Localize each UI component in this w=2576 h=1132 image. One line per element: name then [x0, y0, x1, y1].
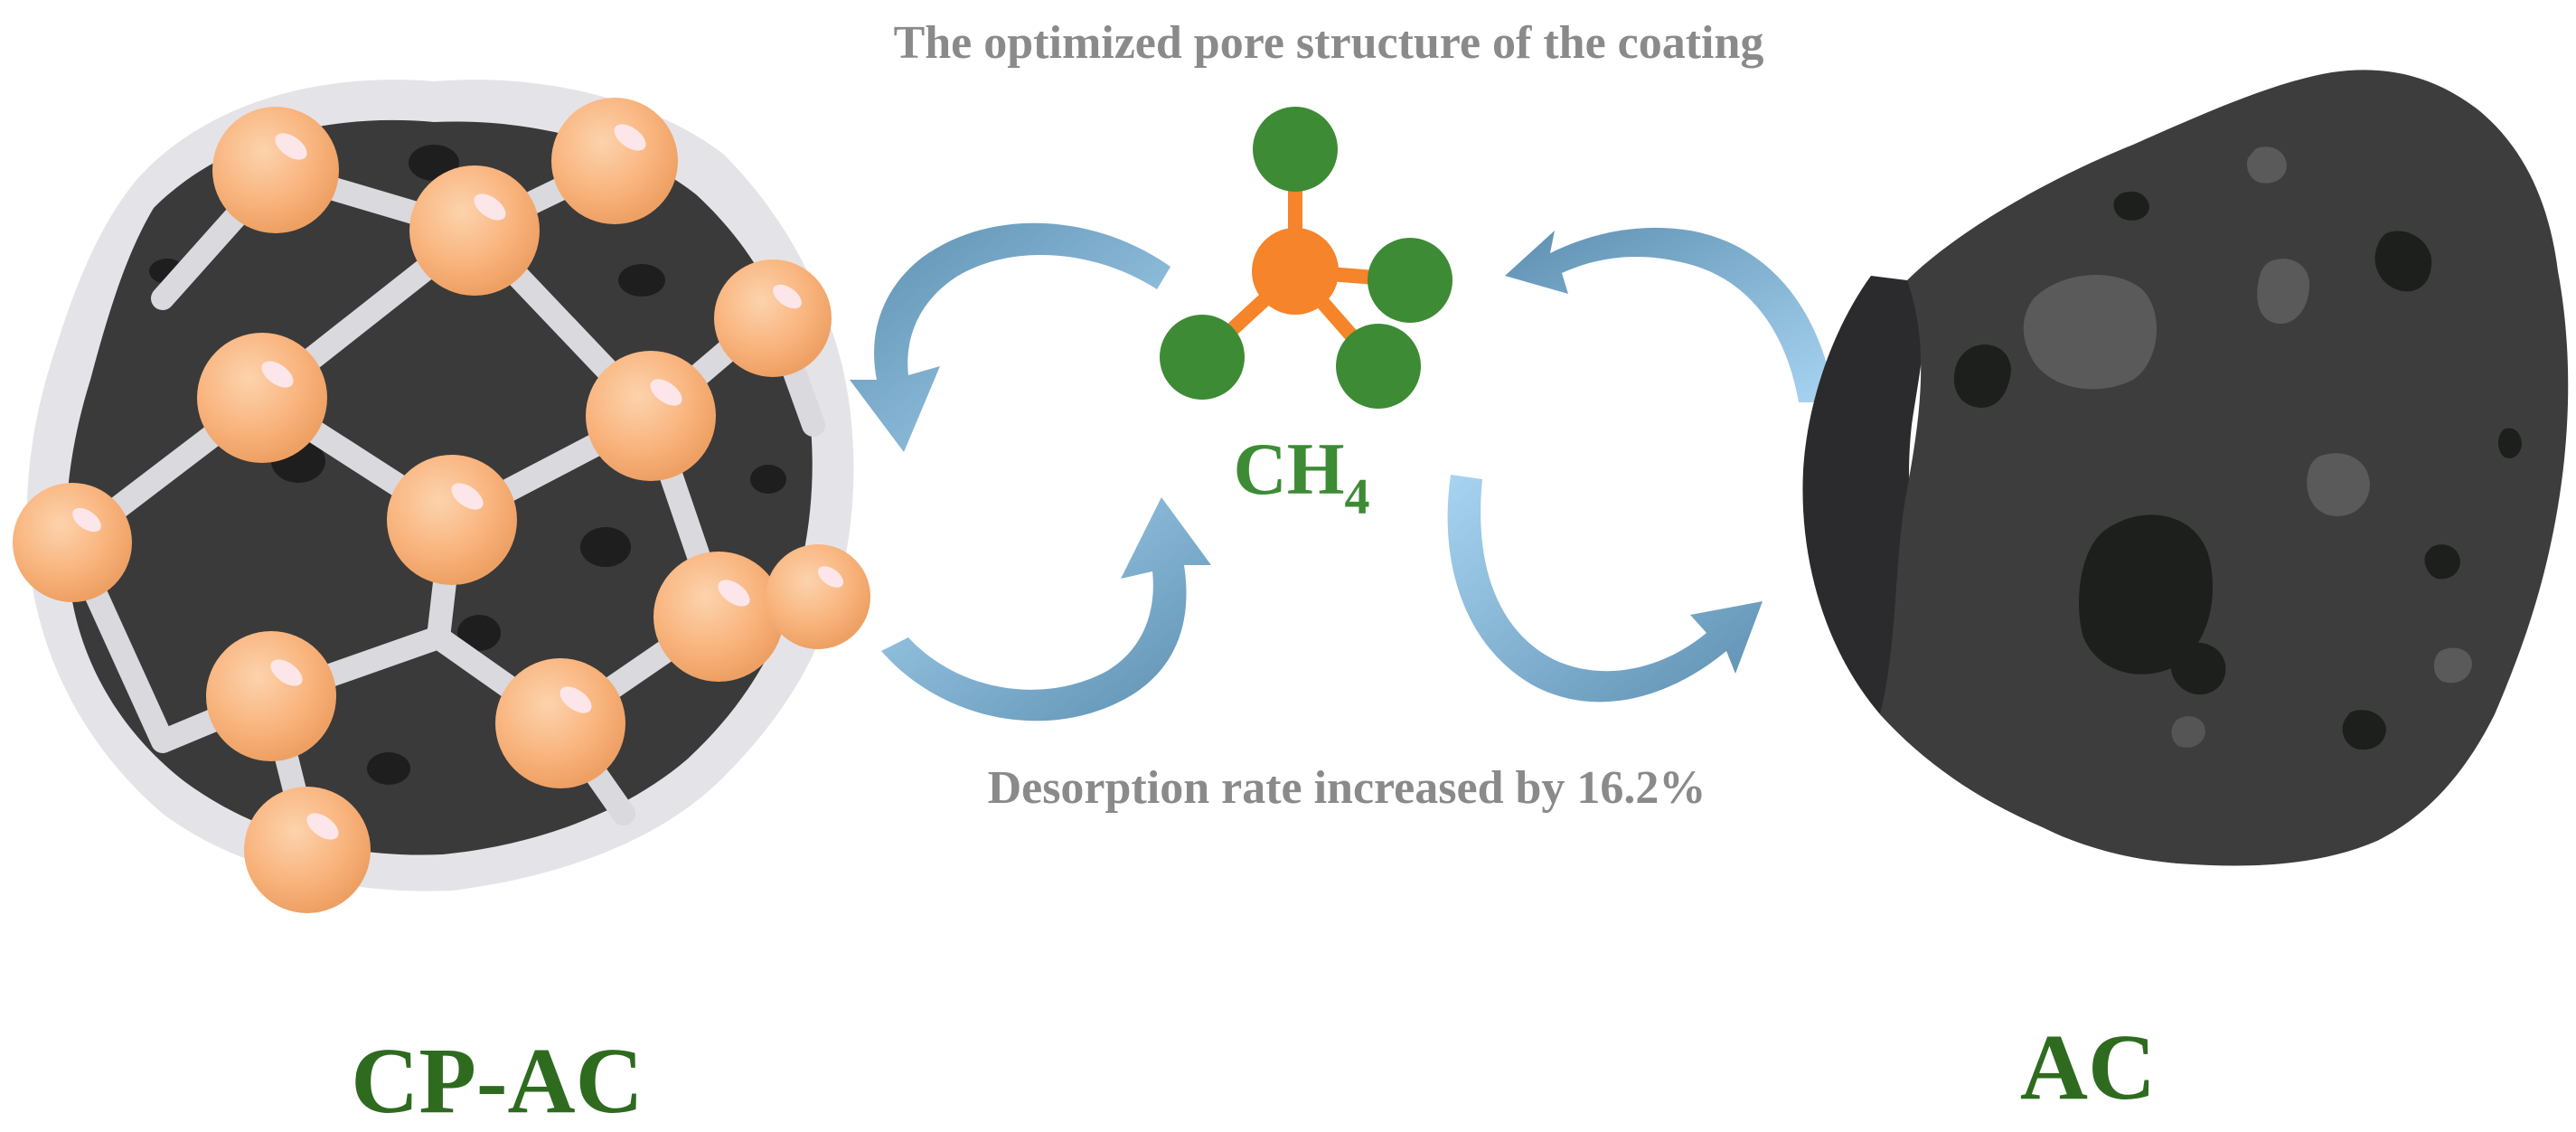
coating-sphere	[714, 259, 832, 377]
coating-sphere	[387, 455, 517, 585]
coating-sphere	[197, 333, 327, 463]
coating-sphere	[244, 787, 371, 913]
coating-sphere	[206, 631, 336, 761]
methane-formula: CH	[1234, 428, 1345, 510]
coating-sphere	[766, 544, 870, 649]
surface-patch	[2023, 274, 2158, 390]
pore	[2170, 642, 2226, 695]
coating-spheres	[13, 98, 870, 913]
curved-arrow	[1447, 475, 1763, 703]
surface-patch	[2257, 259, 2309, 325]
coating-sphere	[212, 107, 339, 233]
surface-patch	[2247, 146, 2287, 184]
pore	[618, 264, 665, 297]
methane-subscript: 4	[1345, 469, 1370, 525]
surface-patch	[2171, 716, 2205, 748]
coating-sphere	[13, 483, 132, 602]
curved-arrow	[1505, 227, 1835, 402]
curved-arrow	[850, 222, 1170, 452]
pore	[457, 615, 501, 651]
hydrogen-atom	[1336, 324, 1421, 409]
carbon-atom	[1252, 228, 1339, 315]
hydrogen-atom	[1160, 315, 1245, 400]
surface-patch	[2433, 647, 2472, 684]
pore	[2374, 231, 2432, 292]
pore	[2113, 191, 2149, 221]
pore	[750, 465, 786, 494]
coating-sphere	[653, 552, 784, 682]
arrows	[850, 222, 1835, 722]
pore	[2079, 514, 2213, 674]
pore	[2342, 710, 2386, 750]
cp-ac-label: CP-AC	[351, 1029, 643, 1132]
particle-body	[1880, 70, 2569, 866]
pore	[1953, 344, 2011, 408]
coating-sphere	[409, 165, 540, 296]
hydrogen-atom	[1368, 238, 1453, 323]
coating-sphere	[586, 351, 716, 481]
surface-patch	[2307, 453, 2370, 516]
pore	[2424, 544, 2460, 580]
pore	[367, 752, 410, 785]
coating-sphere	[495, 658, 625, 788]
methane-molecule	[1160, 107, 1453, 409]
pore	[409, 145, 459, 181]
pore	[2498, 428, 2522, 458]
ac-label: AC	[2020, 1015, 2156, 1119]
hydrogen-atom	[1253, 107, 1338, 192]
top-caption: The optimized pore structure of the coat…	[894, 17, 1764, 69]
methane-label: CH4	[1234, 428, 1370, 525]
bottom-caption: Desorption rate increased by 16.2%	[988, 762, 1706, 814]
activated-carbon-particle	[1802, 70, 2569, 866]
pore	[580, 527, 631, 567]
coating-sphere	[551, 98, 678, 224]
coated-particle	[13, 80, 870, 913]
curved-arrow	[881, 497, 1211, 722]
